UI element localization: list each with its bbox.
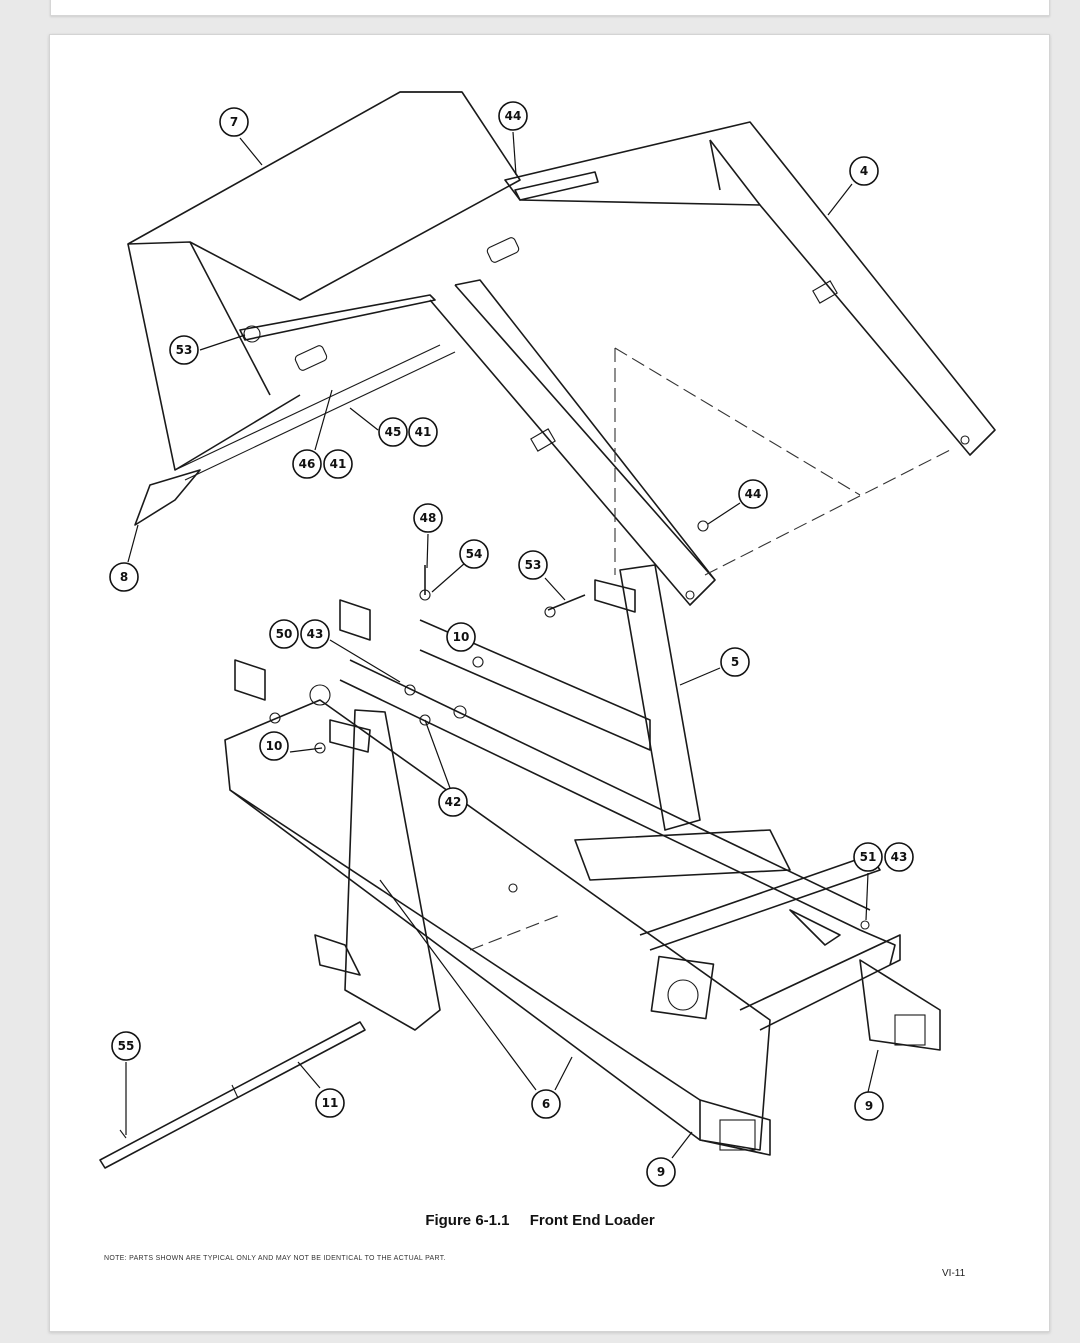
callout-53-bucket: 53: [169, 335, 199, 365]
callout-11: 11: [315, 1088, 345, 1118]
callout-54: 54: [459, 539, 489, 569]
callout-41-b: 41: [323, 449, 353, 479]
callout-46: 46: [292, 449, 322, 479]
svg-text:46: 46: [299, 457, 316, 471]
figure-caption: Figure 6-1.1 Front End Loader: [0, 1212, 1080, 1229]
callout-9-left: 9: [646, 1157, 676, 1187]
callout-42: 42: [438, 787, 468, 817]
svg-text:45: 45: [385, 425, 402, 439]
long-pin: [99, 1021, 366, 1169]
svg-text:54: 54: [466, 547, 483, 561]
svg-text:11: 11: [322, 1096, 339, 1110]
callout-6: 6: [531, 1089, 561, 1119]
callout-4: 4: [849, 156, 879, 186]
hidden-lines: [469, 347, 951, 951]
svg-text:53: 53: [176, 343, 193, 357]
main-frame: [224, 599, 941, 1156]
callout-41-a: 41: [408, 417, 438, 447]
svg-text:5: 5: [731, 655, 739, 669]
svg-text:55: 55: [118, 1039, 135, 1053]
loader-arms: [429, 121, 996, 606]
callout-48: 48: [413, 503, 443, 533]
bucket: [127, 91, 521, 526]
callout-45: 45: [378, 417, 408, 447]
bolts: [419, 520, 709, 618]
callout-50: 50: [269, 619, 299, 649]
callout-10-top: 10: [446, 622, 476, 652]
svg-text:43: 43: [891, 850, 908, 864]
callout-51: 51: [853, 842, 883, 872]
callout-7: 7: [219, 107, 249, 137]
svg-text:7: 7: [230, 115, 238, 129]
svg-text:41: 41: [415, 425, 432, 439]
svg-text:6: 6: [542, 1097, 550, 1111]
svg-text:43: 43: [307, 627, 324, 641]
svg-text:10: 10: [266, 739, 283, 753]
svg-text:51: 51: [860, 850, 877, 864]
callout-43-b: 43: [884, 842, 914, 872]
svg-text:10: 10: [453, 630, 470, 644]
leader-lines: [125, 131, 879, 1159]
svg-text:42: 42: [445, 795, 462, 809]
svg-text:9: 9: [657, 1165, 665, 1179]
svg-text:44: 44: [745, 487, 762, 501]
page-number: VI-11: [942, 1268, 966, 1279]
previous-page-edge: [50, 0, 1050, 16]
callout-8: 8: [109, 562, 139, 592]
figure-number: Figure 6-1.1: [425, 1212, 510, 1229]
callout-55: 55: [111, 1031, 141, 1061]
parts-note: NOTE: PARTS SHOWN ARE TYPICAL ONLY AND M…: [104, 1255, 446, 1262]
svg-text:4: 4: [860, 164, 868, 178]
svg-text:8: 8: [120, 570, 128, 584]
callout-9-right: 9: [854, 1091, 884, 1121]
svg-text:44: 44: [505, 109, 522, 123]
uprights: [329, 564, 701, 1031]
svg-text:9: 9: [865, 1099, 873, 1113]
callout-5: 5: [720, 647, 750, 677]
svg-text:41: 41: [330, 457, 347, 471]
svg-text:53: 53: [525, 558, 542, 572]
callout-53-frame: 53: [518, 550, 548, 580]
callout-43-a: 43: [300, 619, 330, 649]
figure-title: Front End Loader: [529, 1212, 655, 1229]
svg-text:48: 48: [420, 511, 437, 525]
callout-10-side: 10: [259, 731, 289, 761]
callout-44-top: 44: [498, 101, 528, 131]
svg-text:50: 50: [276, 627, 293, 641]
callout-44-arm: 44: [738, 479, 768, 509]
